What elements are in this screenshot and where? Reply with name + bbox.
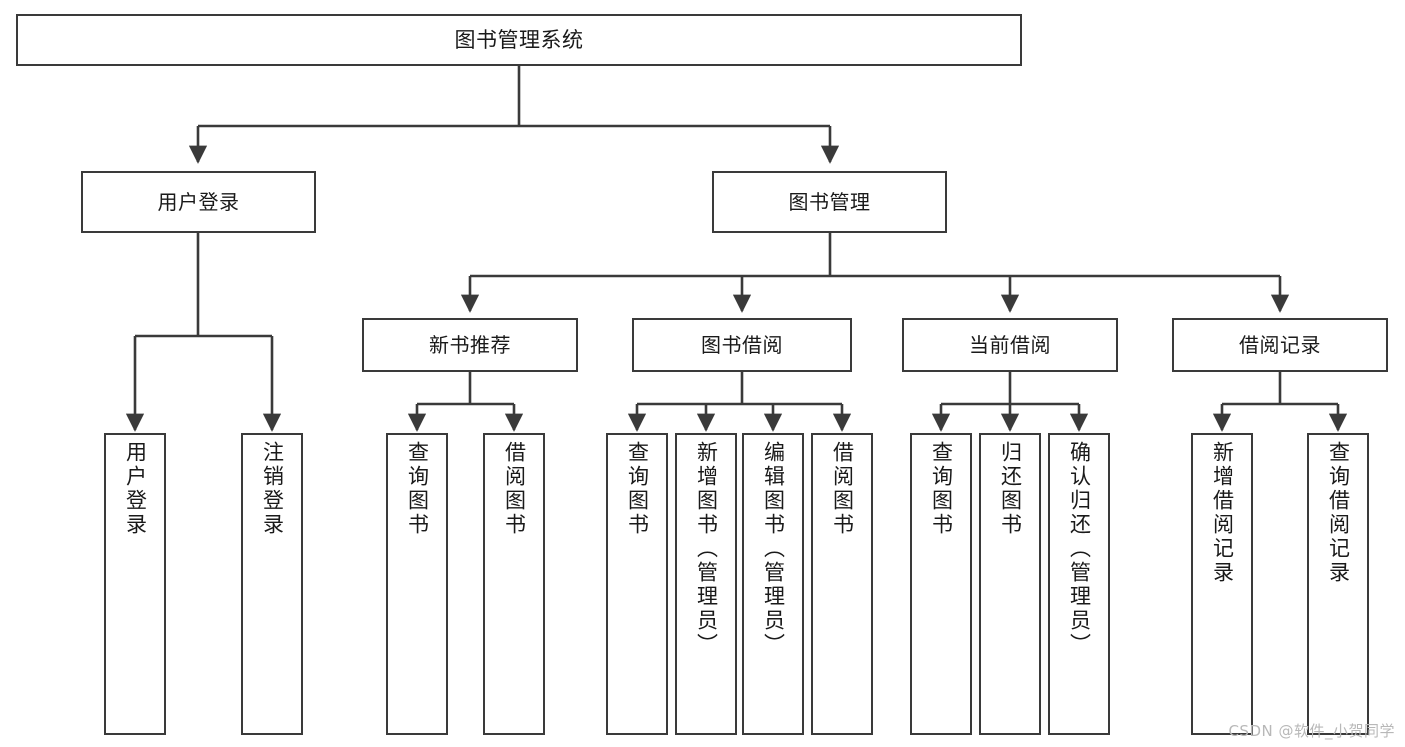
node-root[interactable]: 图书管理系统 xyxy=(16,14,1022,66)
leaf-user-login-logout-label: 注销登录 xyxy=(260,441,285,537)
node-borrow-record[interactable]: 借阅记录 xyxy=(1172,318,1388,372)
node-user-login[interactable]: 用户登录 xyxy=(81,171,316,233)
watermark: CSDN @软件_小贺同学 xyxy=(1228,722,1395,740)
leaf-current-borrow-query-label: 查询图书 xyxy=(929,441,954,537)
leaf-book-borrow-query-label: 查询图书 xyxy=(625,441,650,537)
node-book-borrow[interactable]: 图书借阅 xyxy=(632,318,852,372)
node-current-borrow[interactable]: 当前借阅 xyxy=(902,318,1118,372)
leaf-borrow-record-add-label: 新增借阅记录 xyxy=(1210,441,1235,585)
leaf-book-borrow-add-label: 新增图书（管理员） xyxy=(694,441,719,657)
node-user-login-label: 用户登录 xyxy=(157,189,240,214)
leaf-current-borrow-query[interactable]: 查询图书 xyxy=(910,433,972,735)
leaf-book-borrow-add[interactable]: 新增图书（管理员） xyxy=(675,433,737,735)
leaf-new-book-query-label: 查询图书 xyxy=(405,441,430,537)
node-new-book-recommend-label: 新书推荐 xyxy=(429,332,511,357)
leaf-new-book-query[interactable]: 查询图书 xyxy=(386,433,448,735)
leaf-new-book-borrow-label: 借阅图书 xyxy=(502,441,527,537)
leaf-current-borrow-confirm[interactable]: 确认归还（管理员） xyxy=(1048,433,1110,735)
leaf-current-borrow-confirm-label: 确认归还（管理员） xyxy=(1067,441,1092,657)
leaf-current-borrow-return-label: 归还图书 xyxy=(998,441,1023,537)
node-book-management[interactable]: 图书管理 xyxy=(712,171,947,233)
leaf-user-login-login-label: 用户登录 xyxy=(123,441,148,537)
leaf-borrow-record-query-label: 查询借阅记录 xyxy=(1326,441,1351,585)
node-borrow-record-label: 借阅记录 xyxy=(1239,332,1321,357)
leaf-borrow-record-query[interactable]: 查询借阅记录 xyxy=(1307,433,1369,735)
leaf-current-borrow-return[interactable]: 归还图书 xyxy=(979,433,1041,735)
leaf-book-borrow-borrow[interactable]: 借阅图书 xyxy=(811,433,873,735)
node-new-book-recommend[interactable]: 新书推荐 xyxy=(362,318,578,372)
leaf-book-borrow-query[interactable]: 查询图书 xyxy=(606,433,668,735)
node-book-borrow-label: 图书借阅 xyxy=(701,332,783,357)
leaf-book-borrow-borrow-label: 借阅图书 xyxy=(830,441,855,537)
leaf-book-borrow-edit[interactable]: 编辑图书（管理员） xyxy=(742,433,804,735)
node-current-borrow-label: 当前借阅 xyxy=(969,332,1051,357)
node-book-management-label: 图书管理 xyxy=(788,189,871,214)
leaf-user-login-login[interactable]: 用户登录 xyxy=(104,433,166,735)
leaf-new-book-borrow[interactable]: 借阅图书 xyxy=(483,433,545,735)
leaf-borrow-record-add[interactable]: 新增借阅记录 xyxy=(1191,433,1253,735)
node-root-label: 图书管理系统 xyxy=(454,27,584,52)
leaf-book-borrow-edit-label: 编辑图书（管理员） xyxy=(761,441,786,657)
leaf-user-login-logout[interactable]: 注销登录 xyxy=(241,433,303,735)
